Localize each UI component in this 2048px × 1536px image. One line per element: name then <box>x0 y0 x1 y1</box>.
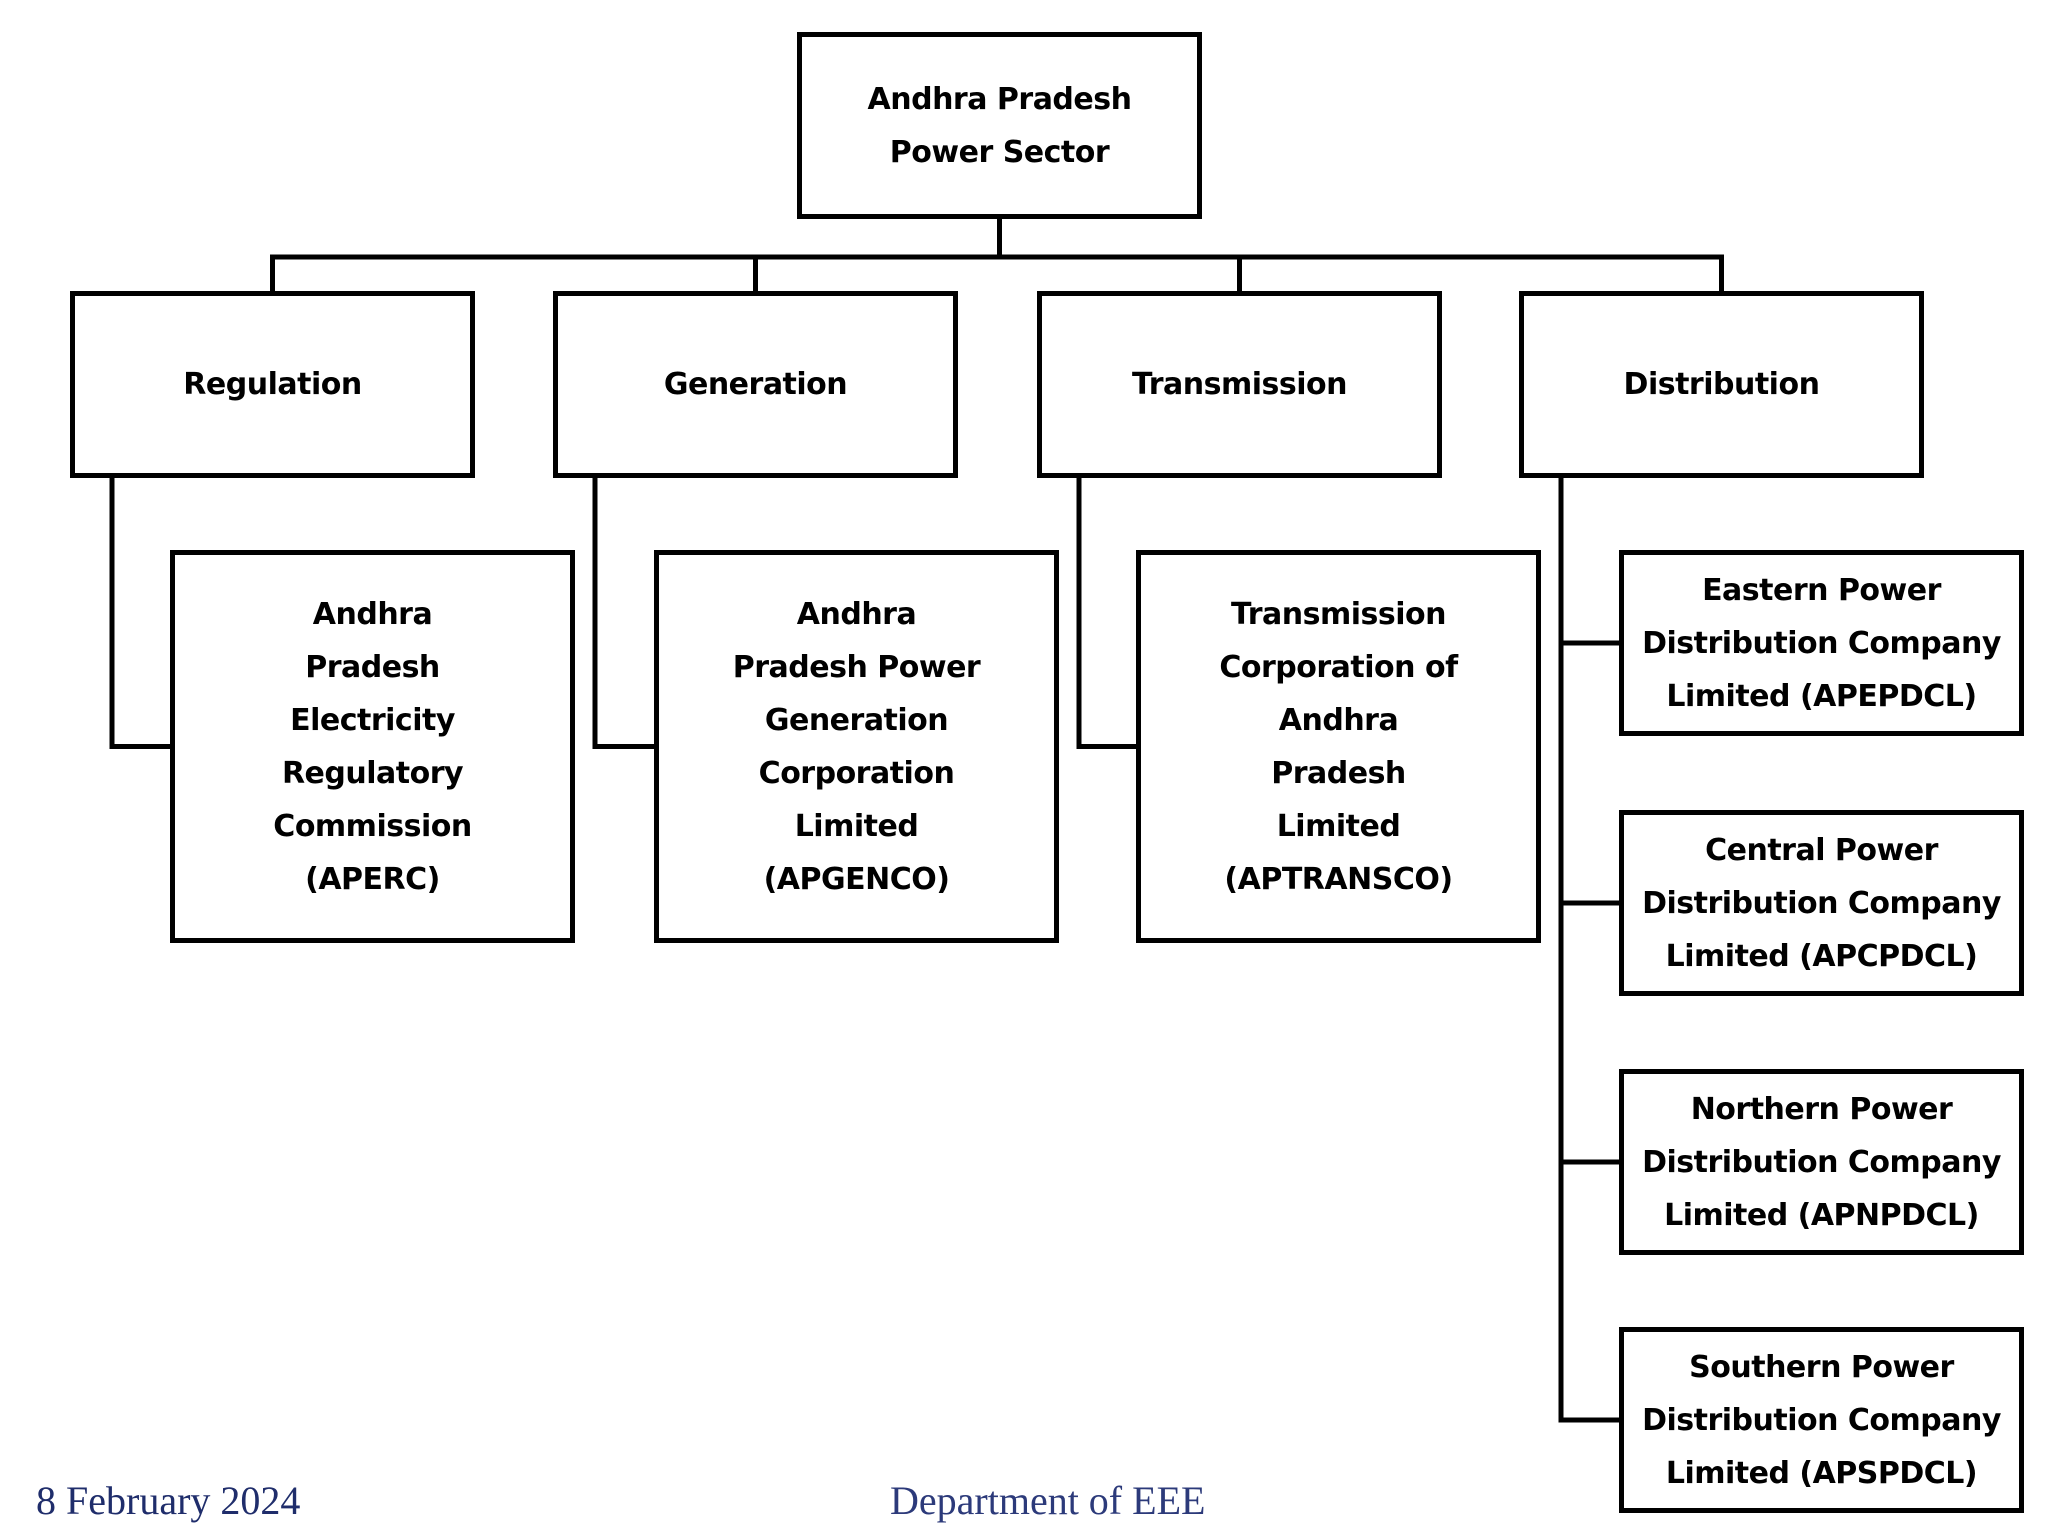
footer-date: 8 February 2024 <box>36 1478 301 1523</box>
discom-node-apnpdcl: Northern Power Distribution Company Limi… <box>1619 1069 2024 1255</box>
discom-node-apcpdcl: Central Power Distribution Company Limit… <box>1619 810 2024 996</box>
entity-node-aptransco: Transmission Corporation of Andhra Prade… <box>1136 550 1541 943</box>
root-node-power-sector: Andhra Pradesh Power Sector <box>797 32 1202 219</box>
discom-label-apspdcl: Southern Power Distribution Company Limi… <box>1642 1349 2001 1491</box>
entity-label-apgenco: Andhra Pradesh Power Generation Corporat… <box>732 596 981 897</box>
discom-label-apnpdcl: Northern Power Distribution Company Limi… <box>1642 1091 2001 1233</box>
category-node-distribution: Distribution <box>1519 291 1924 478</box>
entity-label-aperc: Andhra Pradesh Electricity Regulatory Co… <box>273 596 472 897</box>
discom-node-apspdcl: Southern Power Distribution Company Limi… <box>1619 1327 2024 1513</box>
root-node-label: Andhra Pradesh Power Sector <box>867 81 1132 170</box>
entity-node-apgenco: Andhra Pradesh Power Generation Corporat… <box>654 550 1059 943</box>
category-label-transmission: Transmission <box>1132 367 1347 402</box>
entity-node-aperc: Andhra Pradesh Electricity Regulatory Co… <box>170 550 575 943</box>
category-label-generation: Generation <box>663 367 848 402</box>
discom-label-apepdcl: Eastern Power Distribution Company Limit… <box>1642 572 2001 714</box>
category-node-generation: Generation <box>553 291 958 478</box>
discom-label-apcpdcl: Central Power Distribution Company Limit… <box>1642 832 2001 974</box>
category-node-transmission: Transmission <box>1037 291 1442 478</box>
footer-department: Department of EEE <box>890 1478 1206 1523</box>
category-label-distribution: Distribution <box>1623 367 1820 402</box>
category-label-regulation: Regulation <box>183 367 362 402</box>
entity-label-aptransco: Transmission Corporation of Andhra Prade… <box>1219 596 1458 897</box>
discom-node-apepdcl: Eastern Power Distribution Company Limit… <box>1619 550 2024 736</box>
category-node-regulation: Regulation <box>70 291 475 478</box>
